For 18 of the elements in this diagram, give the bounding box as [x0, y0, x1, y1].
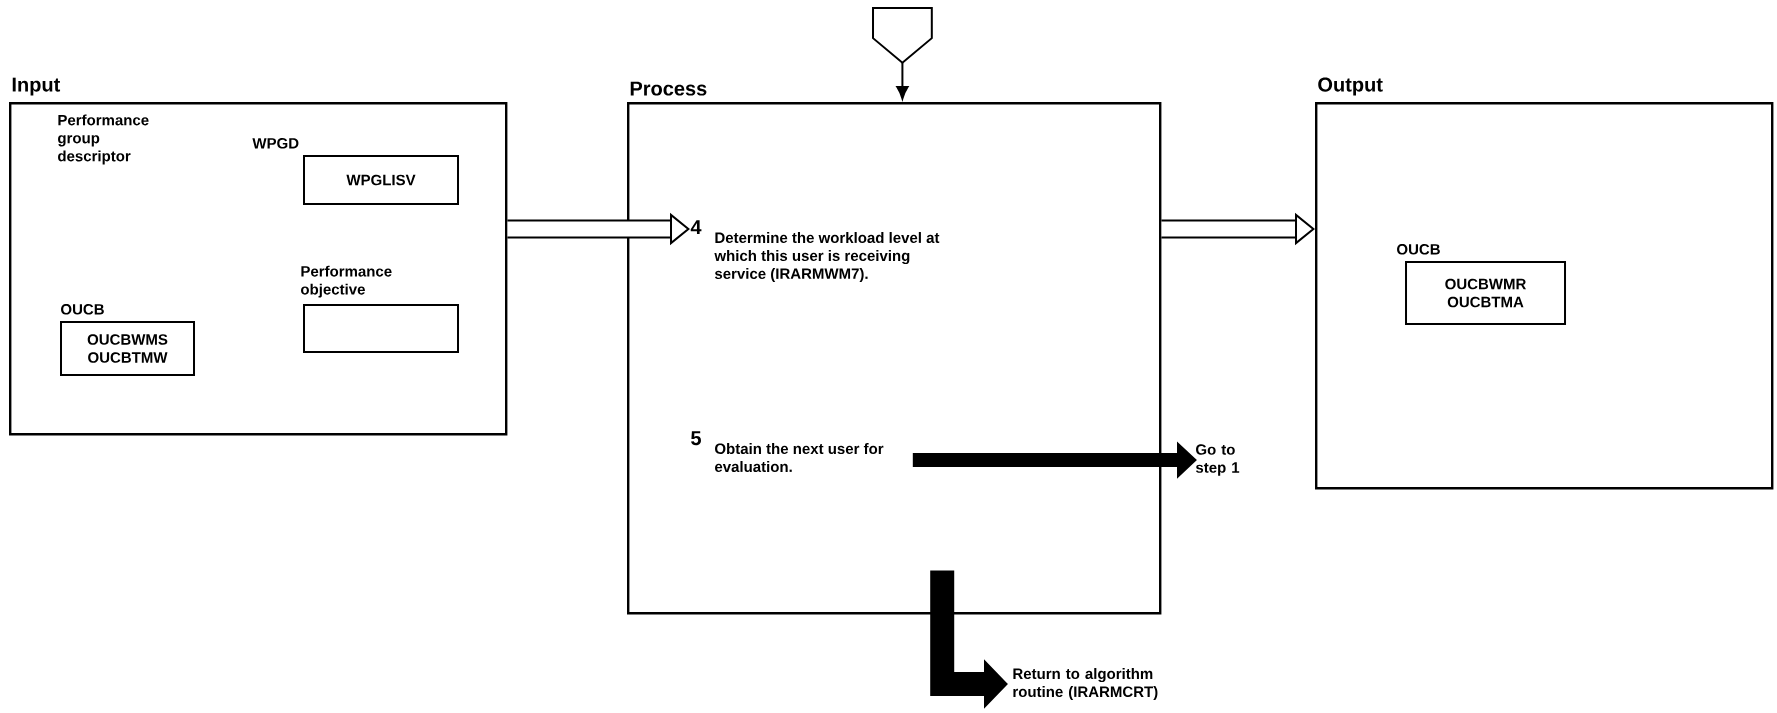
off-page-connector: [872, 7, 933, 65]
node-label: Output: [1318, 77, 1383, 96]
descriptor-label: Performance group descriptor: [58, 114, 149, 165]
return-text: Return to algorithm routine (IRARMCRT): [1013, 668, 1158, 700]
node-label: OUCB: [1397, 243, 1440, 255]
step-text: 4 Determine the workload level at which this user is receiving service (IRARMWM7).: [690, 220, 940, 282]
node-label: Process: [630, 81, 707, 96]
node-label: WPGD: [252, 137, 299, 149]
field-box: OUCB OUCBWMR OUCBTMA: [1397, 244, 1566, 325]
goto-text: Go to step 1: [1195, 444, 1240, 476]
node-label: Performance objective: [301, 265, 392, 298]
field-box: OUCB OUCBWMS OUCBTMW: [60, 304, 195, 376]
node-label: Input: [12, 77, 61, 96]
node-label: OUCB: [61, 303, 104, 315]
field-box: Performance objective: [301, 265, 459, 353]
step-text: 5 Obtain the next user for evaluation.: [691, 431, 884, 473]
field-box: WPGD WPGLISV: [252, 138, 459, 205]
arrow: [896, 61, 909, 100]
